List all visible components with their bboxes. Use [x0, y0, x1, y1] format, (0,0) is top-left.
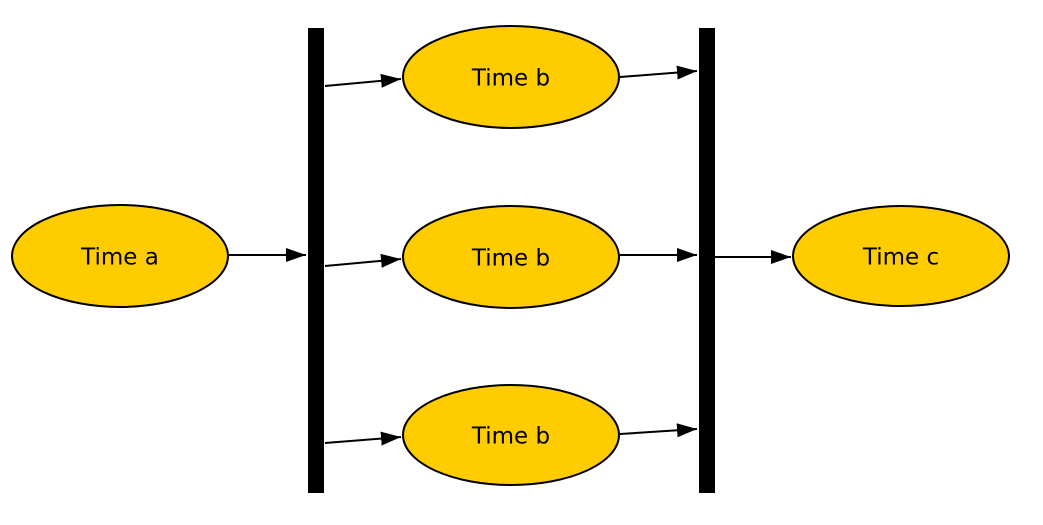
edge-fork-bar-to-time-b-1 — [324, 73, 402, 88]
node-time-c: Time c — [792, 205, 1010, 307]
node-shape-time-b-2 — [402, 205, 620, 309]
edge-time-b-3-to-join-bar — [619, 423, 698, 438]
join-bar — [699, 28, 715, 493]
node-label-time-b-3: Time b — [471, 423, 550, 449]
node-shape-time-c — [792, 205, 1010, 307]
edge-fork-bar-to-time-b-3 — [324, 431, 402, 446]
node-label-time-a: Time a — [80, 244, 159, 270]
fork-bar — [308, 28, 324, 493]
node-label-time-c: Time c — [862, 244, 939, 270]
node-label-time-b-1: Time b — [471, 65, 550, 91]
node-time-b-1: Time b — [402, 25, 620, 129]
node-shape-time-b-3 — [402, 384, 620, 486]
node-label-time-b-2: Time b — [471, 245, 550, 271]
node-shape-time-b-1 — [402, 25, 620, 129]
node-shape-time-a — [11, 204, 229, 308]
node-time-b-2: Time b — [402, 205, 620, 309]
edge-time-b-1-to-join-bar — [619, 65, 698, 80]
edge-fork-bar-to-time-b-2 — [324, 253, 402, 268]
node-time-b-3: Time b — [402, 384, 620, 486]
node-time-a: Time a — [11, 204, 229, 308]
